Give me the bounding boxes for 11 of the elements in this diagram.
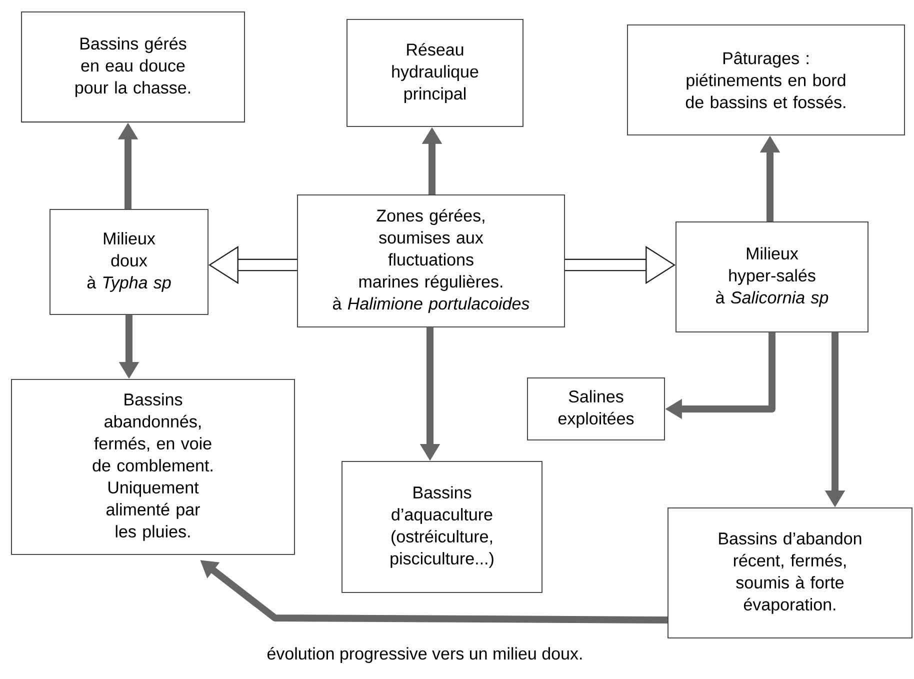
text-box: Milieux hyper-salés à Salicornia sp (676, 222, 868, 332)
text-box: Zones gérées, soumises aux fluctuations marines régulières. à Halimione portulacoides (297, 194, 565, 328)
caption: évolution progressive vers un milieu doux. (267, 646, 582, 663)
text-box: Bassins d’abandon récent, fermés, soumis à forte évaporation. (668, 508, 912, 638)
text-box: Bassins gérés en eau douce pour la chasse. (21, 12, 245, 122)
text-box: Pâturages : piétinements en bord de bassins et fossés. (627, 24, 905, 136)
text-box: Bassins abandonnés, fermés, en voie de comblement. Uniquement alimenté par les pluies. (11, 379, 295, 555)
text-box: Bassins d’aquaculture (ostréiculture, pisciculture...) (342, 461, 542, 593)
text-box: Milieux doux à Typha sp (50, 209, 208, 315)
text-box: Réseau hydraulique principal (346, 19, 524, 127)
text-box: Salines exploitées (527, 378, 665, 440)
